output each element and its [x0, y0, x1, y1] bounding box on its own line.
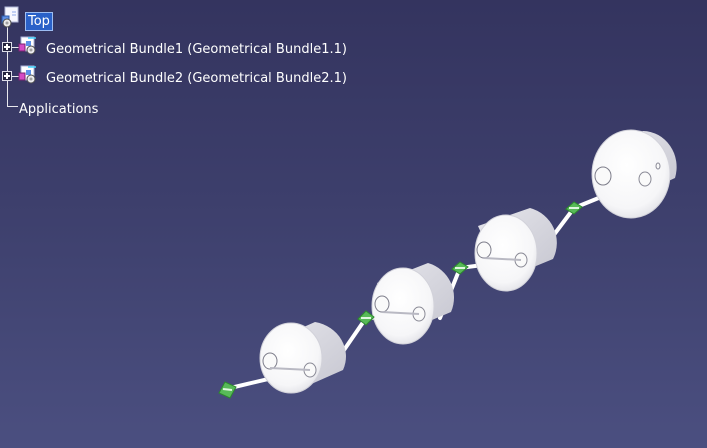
disc-part-2[interactable] — [371, 263, 455, 345]
tree-item-applications[interactable]: Applications — [19, 102, 99, 117]
tree-item-geometrical-bundle2[interactable]: Geometrical Bundle2 (Geometrical Bundle2… — [46, 71, 347, 86]
tree-line-child-2 — [7, 76, 24, 77]
disc-part-4[interactable] — [591, 129, 677, 219]
expand-bundle1-icon[interactable] — [2, 42, 12, 52]
tree-line-child-3 — [7, 106, 18, 107]
connector-3[interactable] — [451, 261, 469, 275]
connector-2[interactable] — [357, 310, 375, 326]
tree-line-child-1 — [7, 47, 24, 48]
disc-part-3[interactable] — [474, 208, 557, 292]
expand-bundle2-icon[interactable] — [2, 71, 12, 81]
connector-1[interactable] — [218, 381, 237, 399]
specification-tree: Top Geometrical Bundle1 (Geometrical Bun… — [0, 0, 360, 130]
tree-item-geometrical-bundle1[interactable]: Geometrical Bundle1 (Geometrical Bundle1… — [46, 42, 347, 57]
tree-line-vertical — [7, 20, 8, 106]
connector-4[interactable] — [565, 201, 583, 215]
tree-root-label[interactable]: Top — [25, 12, 53, 31]
disc-part-1[interactable] — [259, 322, 346, 394]
geometrical-bundle1-icon[interactable] — [18, 35, 40, 57]
product-root-icon[interactable] — [0, 6, 24, 30]
geometrical-bundle2-icon[interactable] — [18, 64, 40, 86]
